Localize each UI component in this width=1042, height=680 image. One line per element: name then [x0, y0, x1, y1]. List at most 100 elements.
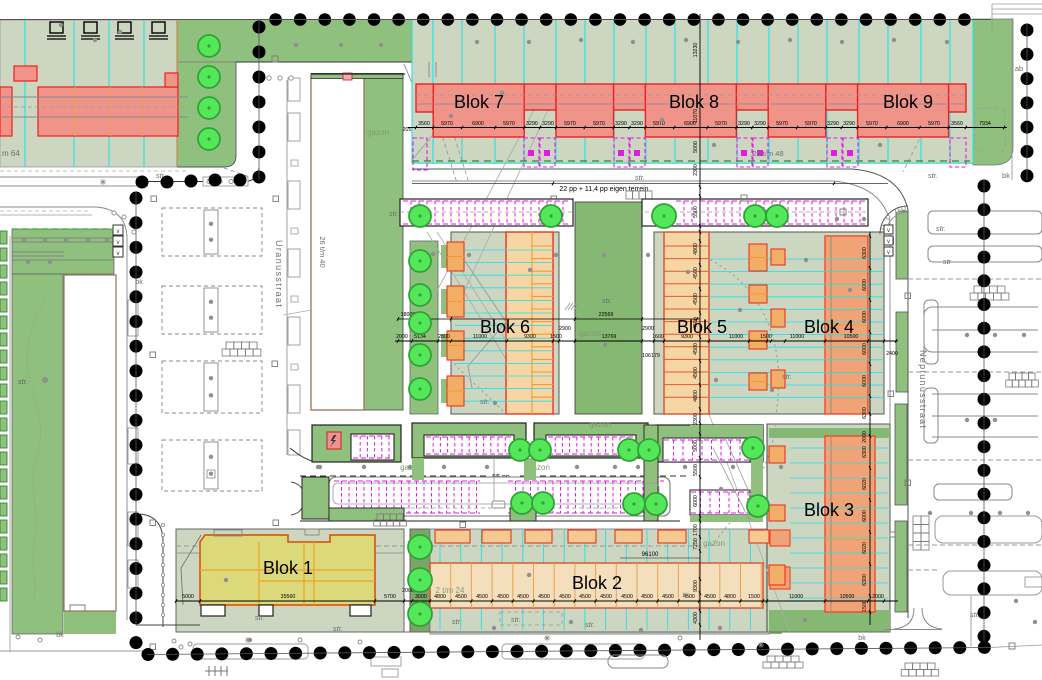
svg-text:bk: bk	[683, 592, 691, 599]
svg-text:2 t/m 24: 2 t/m 24	[436, 586, 465, 595]
svg-text:3560: 3560	[418, 121, 430, 127]
svg-text:2800: 2800	[438, 334, 450, 340]
svg-text:v: v	[117, 251, 120, 257]
svg-text:gazon: gazon	[589, 420, 611, 429]
svg-text:2400: 2400	[886, 351, 898, 357]
svg-text:2000: 2000	[862, 431, 868, 443]
svg-text:4800: 4800	[693, 243, 699, 255]
svg-text:6300: 6300	[862, 247, 868, 259]
svg-text:6000: 6000	[862, 279, 868, 291]
svg-text:9300: 9300	[681, 334, 693, 340]
svg-text:2300: 2300	[693, 164, 699, 176]
svg-text:96100: 96100	[642, 552, 659, 558]
svg-text:gazon: gazon	[703, 539, 725, 548]
svg-text:m 64: m 64	[2, 149, 20, 158]
svg-text:gazon: gazon	[367, 128, 389, 137]
svg-text:5500: 5500	[693, 206, 699, 218]
svg-text:2000: 2000	[396, 334, 408, 340]
svg-text:4800: 4800	[434, 594, 446, 600]
svg-text:3290: 3290	[843, 121, 855, 127]
svg-text:Blok 6: Blok 6	[480, 317, 530, 337]
svg-text:3290: 3290	[526, 121, 538, 127]
svg-text:str.: str.	[18, 377, 28, 386]
svg-text:7250: 7250	[693, 538, 699, 550]
svg-text:5000: 5000	[693, 141, 699, 153]
svg-text:106179: 106179	[642, 353, 660, 359]
svg-text:6900: 6900	[684, 121, 696, 127]
svg-text:4500: 4500	[538, 594, 550, 600]
svg-text:str.: str.	[333, 624, 343, 633]
svg-text:10500: 10500	[844, 334, 859, 340]
svg-text:str.: str.	[602, 296, 612, 305]
svg-text:str.: str.	[452, 617, 462, 626]
svg-text:str.: str.	[928, 171, 938, 180]
svg-text:4500: 4500	[693, 317, 699, 329]
svg-text:bk: bk	[56, 632, 64, 639]
svg-text:2900: 2900	[642, 326, 654, 332]
svg-text:1500: 1500	[862, 600, 868, 612]
svg-text:3290: 3290	[754, 121, 766, 127]
svg-text:bk: bk	[858, 635, 866, 642]
svg-text:v: v	[887, 250, 890, 256]
svg-text:4800: 4800	[724, 594, 736, 600]
svg-text:str.: str.	[389, 209, 399, 218]
svg-text:4500: 4500	[559, 594, 571, 600]
svg-text:bk: bk	[135, 279, 143, 286]
svg-text:str: str	[943, 257, 952, 266]
svg-text:str.: str.	[585, 620, 595, 629]
svg-text:22 pp + 11,4 pp eigen terrein: 22 pp + 11,4 pp eigen terrein	[559, 186, 648, 193]
svg-text:str.: str.	[255, 613, 265, 622]
svg-text:6300: 6300	[862, 574, 868, 586]
svg-text:11000: 11000	[790, 334, 804, 340]
svg-text:4500: 4500	[579, 594, 591, 600]
svg-text:5970: 5970	[653, 121, 665, 127]
svg-text:gazon: gazon	[579, 329, 601, 338]
svg-text:gazon: gazon	[400, 463, 422, 472]
svg-text:4500: 4500	[476, 594, 488, 600]
svg-text:Uranusstraat: Uranusstraat	[274, 240, 284, 308]
svg-text:Blok 5: Blok 5	[677, 317, 727, 337]
svg-text:Blok 9: Blok 9	[883, 92, 933, 112]
svg-text:4300: 4300	[693, 612, 699, 624]
svg-text:Blok 1: Blok 1	[263, 558, 313, 578]
svg-text:3290: 3290	[738, 121, 750, 127]
svg-text:v: v	[117, 240, 120, 246]
svg-text:4500: 4500	[621, 594, 633, 600]
svg-text:6000: 6000	[862, 375, 868, 387]
svg-text:4500: 4500	[662, 594, 674, 600]
svg-text:5000: 5000	[182, 594, 194, 600]
svg-text:3290: 3290	[615, 121, 627, 127]
svg-text:1500: 1500	[748, 594, 760, 600]
svg-text:4800: 4800	[693, 390, 699, 402]
svg-text:5970: 5970	[441, 121, 453, 127]
svg-text:11000: 11000	[473, 334, 487, 340]
svg-text:205: 205	[403, 127, 412, 133]
svg-text:10500: 10500	[840, 594, 855, 600]
svg-text:5970: 5970	[866, 121, 878, 127]
svg-text:13769: 13769	[602, 334, 617, 340]
svg-text:1500: 1500	[550, 334, 562, 340]
svg-text:Blok 3: Blok 3	[804, 500, 854, 520]
svg-text:gazon: gazon	[528, 463, 550, 472]
svg-text:str.: str.	[480, 397, 490, 406]
svg-text:1700: 1700	[693, 524, 699, 536]
svg-text:v: v	[117, 229, 120, 235]
svg-text:11070: 11070	[693, 109, 699, 123]
svg-text:4500: 4500	[693, 293, 699, 305]
svg-text:4500: 4500	[641, 594, 653, 600]
svg-text:ab: ab	[1015, 64, 1023, 73]
svg-text:str.: str.	[970, 610, 980, 619]
svg-text:bk: bk	[1002, 171, 1010, 180]
svg-text:18000: 18000	[401, 312, 416, 318]
svg-text:6020: 6020	[862, 542, 868, 554]
svg-text:3560: 3560	[951, 121, 963, 127]
svg-text:Neptunusstraat: Neptunusstraat	[918, 350, 928, 429]
svg-text:5134: 5134	[414, 334, 426, 340]
svg-text:4500: 4500	[683, 594, 695, 600]
svg-text:11000: 11000	[789, 594, 803, 600]
svg-text:3290: 3290	[827, 121, 839, 127]
svg-text:4500: 4500	[693, 267, 699, 279]
svg-text:6900: 6900	[472, 121, 484, 127]
svg-text:2300: 2300	[693, 413, 699, 425]
svg-text:4500: 4500	[517, 594, 529, 600]
